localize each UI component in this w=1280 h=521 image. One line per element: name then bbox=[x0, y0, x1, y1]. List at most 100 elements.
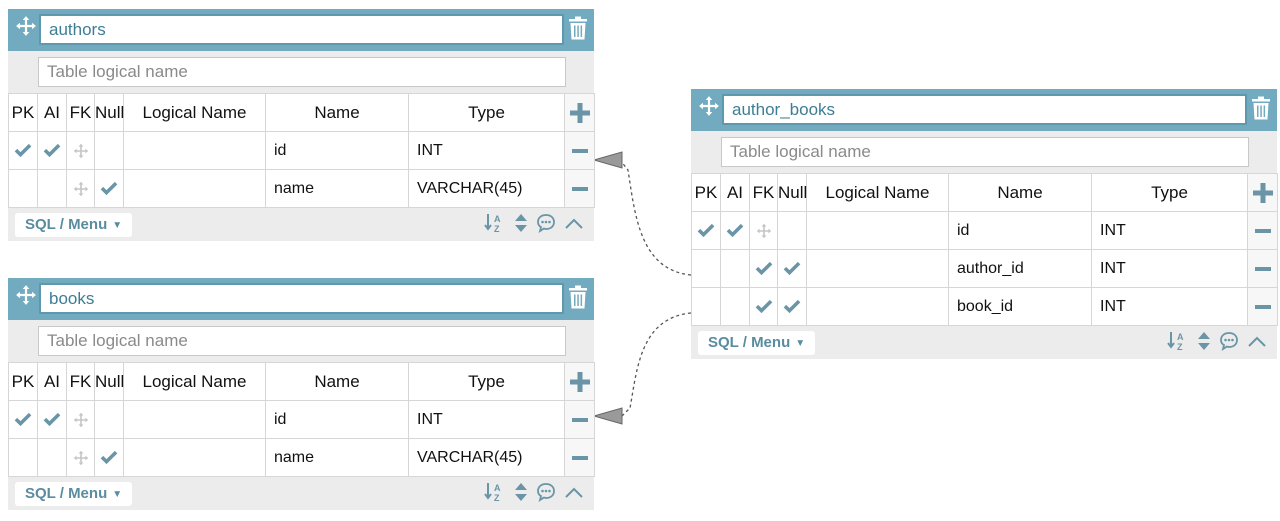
comment-button[interactable] bbox=[1219, 331, 1239, 351]
table-box-author_books[interactable]: PK AI FK Null Logical Name Name Type id … bbox=[691, 89, 1278, 359]
column-type-cell[interactable]: INT bbox=[1091, 211, 1248, 250]
fk-cell[interactable] bbox=[66, 400, 95, 439]
sql-menu-label: SQL / Menu bbox=[25, 216, 108, 233]
pk-checked[interactable] bbox=[8, 400, 38, 439]
null-checked[interactable] bbox=[94, 169, 124, 208]
ai-cell[interactable] bbox=[37, 438, 67, 477]
logical-name-cell[interactable] bbox=[806, 211, 949, 250]
column-name-cell[interactable]: name bbox=[265, 438, 409, 477]
relation-line-author-id bbox=[619, 159, 692, 276]
pk-checked[interactable] bbox=[8, 131, 38, 170]
column-type-cell[interactable]: INT bbox=[408, 400, 565, 439]
column-type-cell[interactable]: INT bbox=[1091, 287, 1248, 326]
sort-az-button[interactable]: A Z bbox=[484, 212, 506, 234]
fk-cell[interactable] bbox=[66, 438, 95, 477]
pk-cell[interactable] bbox=[8, 438, 38, 477]
sql-menu-button[interactable]: SQL / Menu▼ bbox=[15, 213, 133, 237]
null-checked[interactable] bbox=[777, 287, 807, 326]
table-row: author_id INT bbox=[691, 249, 1278, 288]
ai-cell[interactable] bbox=[37, 169, 67, 208]
column-type-cell[interactable]: VARCHAR(45) bbox=[408, 438, 565, 477]
null-cell[interactable] bbox=[94, 400, 124, 439]
delete-table-button[interactable] bbox=[1251, 96, 1275, 124]
fk-checked[interactable] bbox=[749, 287, 778, 326]
null-cell[interactable] bbox=[94, 131, 124, 170]
remove-column-button[interactable] bbox=[564, 131, 595, 170]
delete-table-button[interactable] bbox=[568, 285, 592, 313]
remove-column-button[interactable] bbox=[564, 438, 595, 477]
table-box-authors[interactable]: PK AI FK Null Logical Name Name Type id … bbox=[8, 9, 595, 241]
column-name-cell[interactable]: author_id bbox=[948, 249, 1092, 288]
null-checked[interactable] bbox=[777, 249, 807, 288]
null-checked[interactable] bbox=[94, 438, 124, 477]
remove-column-button[interactable] bbox=[564, 400, 595, 439]
table-header bbox=[8, 9, 594, 51]
check-icon bbox=[782, 298, 802, 315]
logical-name-cell[interactable] bbox=[123, 131, 266, 170]
table-name-input[interactable] bbox=[722, 94, 1247, 125]
remove-column-button[interactable] bbox=[564, 169, 595, 208]
table-name-input[interactable] bbox=[39, 283, 564, 314]
move-icon bbox=[15, 15, 37, 37]
table-row: id INT bbox=[691, 211, 1278, 250]
column-type-cell[interactable]: INT bbox=[408, 131, 565, 170]
pk-cell[interactable] bbox=[8, 169, 38, 208]
sql-menu-button[interactable]: SQL / Menu▼ bbox=[15, 482, 133, 506]
logical-name-cell[interactable] bbox=[123, 438, 266, 477]
sort-az-button[interactable]: A Z bbox=[1167, 330, 1189, 352]
reorder-icon bbox=[1198, 332, 1210, 350]
add-column-button[interactable] bbox=[1247, 173, 1278, 212]
drag-handle[interactable] bbox=[698, 95, 724, 123]
column-name-cell[interactable]: id bbox=[265, 131, 409, 170]
fk-cell[interactable] bbox=[749, 211, 778, 250]
sort-az-button[interactable]: A Z bbox=[484, 481, 506, 503]
fk-cell[interactable] bbox=[66, 169, 95, 208]
collapse-button[interactable] bbox=[564, 216, 584, 230]
column-name-cell[interactable]: id bbox=[265, 400, 409, 439]
table-box-books[interactable]: PK AI FK Null Logical Name Name Type id … bbox=[8, 278, 595, 510]
remove-column-button[interactable] bbox=[1247, 287, 1278, 326]
logical-name-cell[interactable] bbox=[123, 400, 266, 439]
ai-checked[interactable] bbox=[37, 400, 67, 439]
logical-name-cell[interactable] bbox=[806, 249, 949, 288]
table-logical-name-input[interactable] bbox=[38, 326, 566, 356]
table-name-input[interactable] bbox=[39, 14, 564, 45]
sql-menu-button[interactable]: SQL / Menu▼ bbox=[698, 331, 816, 355]
remove-column-button[interactable] bbox=[1247, 211, 1278, 250]
pk-cell[interactable] bbox=[691, 249, 721, 288]
remove-column-button[interactable] bbox=[1247, 249, 1278, 288]
logical-name-cell[interactable] bbox=[123, 169, 266, 208]
column-name-cell[interactable]: book_id bbox=[948, 287, 1092, 326]
column-name-cell[interactable]: name bbox=[265, 169, 409, 208]
add-column-button[interactable] bbox=[564, 93, 595, 132]
table-logical-name-input[interactable] bbox=[721, 137, 1249, 167]
comment-button[interactable] bbox=[536, 213, 556, 233]
pk-cell[interactable] bbox=[691, 287, 721, 326]
ai-checked[interactable] bbox=[37, 131, 67, 170]
move-icon bbox=[73, 450, 89, 466]
column-name-cell[interactable]: id bbox=[948, 211, 1092, 250]
column-type-cell[interactable]: VARCHAR(45) bbox=[408, 169, 565, 208]
delete-table-button[interactable] bbox=[568, 16, 592, 44]
reorder-button[interactable] bbox=[514, 213, 528, 233]
fk-cell[interactable] bbox=[66, 131, 95, 170]
header-name: Name bbox=[265, 93, 409, 132]
table-logical-name-input[interactable] bbox=[38, 57, 566, 87]
collapse-button[interactable] bbox=[1247, 334, 1267, 348]
reorder-button[interactable] bbox=[1197, 331, 1211, 351]
pk-checked[interactable] bbox=[691, 211, 721, 250]
logical-name-cell[interactable] bbox=[806, 287, 949, 326]
null-cell[interactable] bbox=[777, 211, 807, 250]
column-type-cell[interactable]: INT bbox=[1091, 249, 1248, 288]
reorder-button[interactable] bbox=[514, 482, 528, 502]
drag-handle[interactable] bbox=[15, 15, 41, 43]
fk-checked[interactable] bbox=[749, 249, 778, 288]
drag-handle[interactable] bbox=[15, 284, 41, 312]
add-column-button[interactable] bbox=[564, 362, 595, 401]
ai-cell[interactable] bbox=[720, 287, 750, 326]
svg-text:A: A bbox=[494, 214, 501, 224]
comment-button[interactable] bbox=[536, 482, 556, 502]
collapse-button[interactable] bbox=[564, 485, 584, 499]
ai-checked[interactable] bbox=[720, 211, 750, 250]
ai-cell[interactable] bbox=[720, 249, 750, 288]
